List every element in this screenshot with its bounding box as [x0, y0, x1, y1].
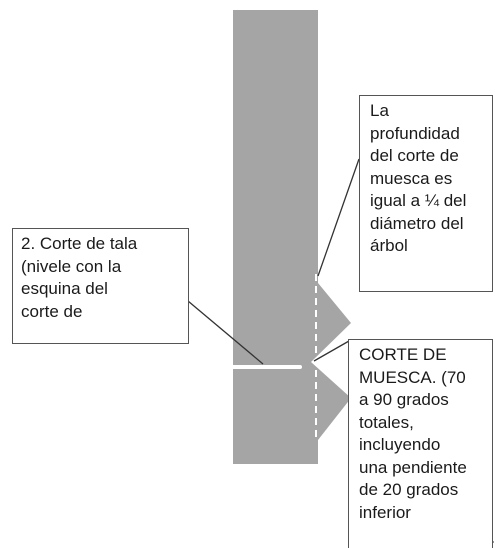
callout-text-line: 2. Corte de tala	[21, 234, 138, 253]
callout-text-line: corte de	[21, 301, 83, 321]
callout-text-line: La	[370, 101, 389, 120]
notch-cut-callout: CORTE DE MUESCA. (70 a 90 grados totales…	[348, 339, 493, 548]
callout-text-line: CORTE DE	[359, 345, 447, 364]
callout-text-line: (nivele con la	[21, 256, 122, 276]
callout-text-line: diámetro del	[370, 213, 464, 233]
notch-callout-leader	[313, 340, 350, 362]
callout-text-line: árbol	[370, 236, 408, 255]
callout-text-line: a 90 grados	[359, 390, 449, 409]
callout-text-line: muesca es	[370, 168, 453, 188]
notch-depth-callout: La profundidad del corte de muesca es ig…	[359, 95, 493, 292]
callout-text-line: MUESCA. (70	[359, 367, 466, 387]
felling-cut-callout: 2. Corte de tala (nivele con la esquina …	[12, 228, 189, 344]
callout-text-line: incluyendo	[359, 435, 441, 454]
callout-text-line: profundidad	[370, 123, 460, 143]
callout-text-line: esquina del	[21, 279, 108, 298]
depth-callout-leader	[317, 158, 360, 277]
callout-text-line: una pendiente	[359, 457, 467, 477]
felling-callout-leader	[187, 300, 264, 365]
callout-text-line: igual a ¼ del	[370, 191, 467, 210]
callout-text-line: de 20 grados	[359, 480, 459, 499]
callout-text-line: totales,	[359, 412, 414, 432]
callout-text-line: inferior	[359, 502, 411, 522]
tree-trunk	[233, 10, 351, 464]
callout-text-line: del corte de	[370, 146, 459, 165]
